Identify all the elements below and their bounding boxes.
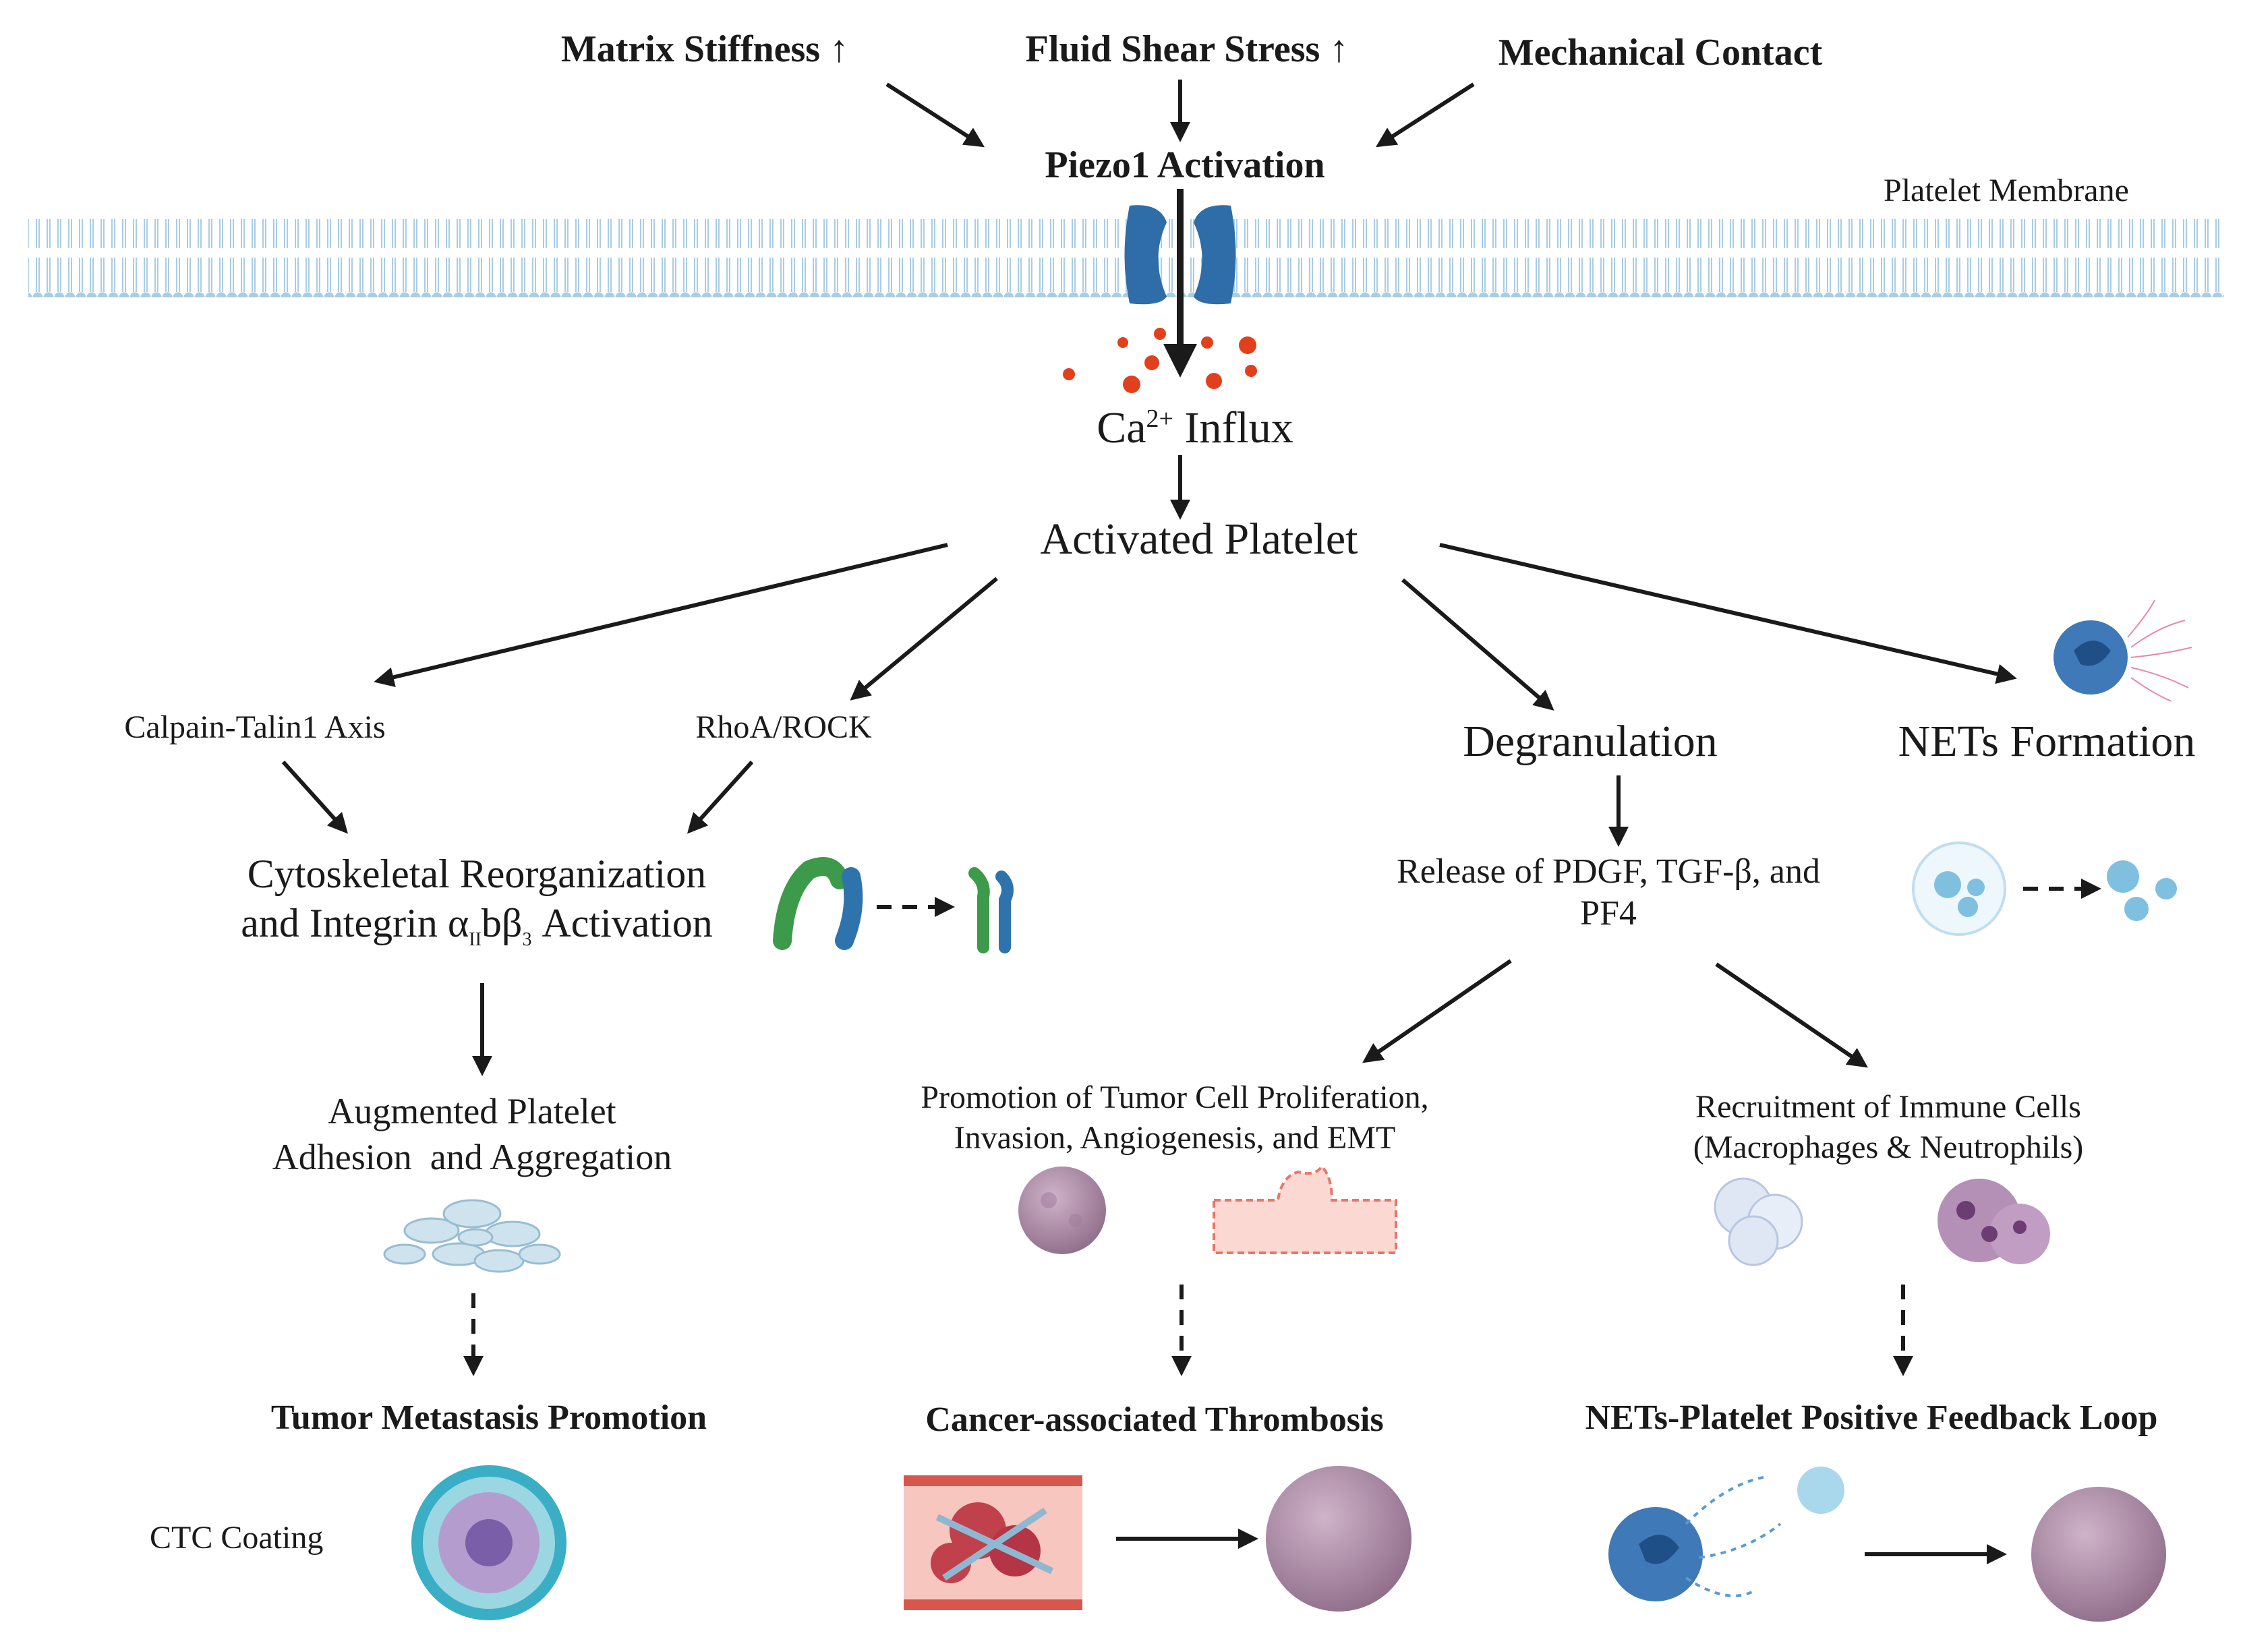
endothelium-icon: [1213, 1164, 1397, 1254]
nets-feedback-loop-label: NETs-Platelet Positive Feedback Loop: [1585, 1398, 2158, 1437]
augmented-line2: Adhesion and Aggregation: [272, 1136, 672, 1177]
calpain-talin-label: Calpain-Talin1 Axis: [124, 709, 386, 745]
input-fluid-shear-stress: Fluid Shear Stress ↑: [1025, 28, 1349, 70]
platelet-aggregate-icon: [383, 1199, 561, 1273]
augmented-adhesion-label: Augmented Platelet Adhesion and Aggregat…: [272, 1089, 672, 1180]
piezo1-activation-label: Piezo1 Activation: [1045, 144, 1325, 186]
recruitment-line1: Recruitment of Immune Cells: [1695, 1089, 2081, 1125]
thrombus-vessel-icon: [904, 1475, 1082, 1610]
platelet-membrane-label: Platelet Membrane: [1884, 173, 2129, 208]
promotion-line2: Invasion, Angiogenesis, and EMT: [954, 1120, 1396, 1156]
augmented-line1: Augmented Platelet: [328, 1091, 616, 1131]
integrin-active-icon: [968, 867, 1014, 953]
ctc-coating-label: CTC Coating: [150, 1520, 324, 1556]
net-feedback-icon: [1608, 1467, 1844, 1601]
degranulation-label: Degranulation: [1463, 717, 1718, 766]
ca-influx-label: Ca2+ Influx: [1097, 401, 1293, 454]
input-mechanical-contact: Mechanical Contact: [1498, 32, 1823, 73]
cancer-thrombosis-label: Cancer-associated Thrombosis: [925, 1400, 1384, 1439]
recruitment-line2: (Macrophages & Neutrophils): [1693, 1129, 2084, 1165]
calcium-ions-icon: [1063, 328, 1257, 393]
promotion-line1: Promotion of Tumor Cell Proliferation,: [921, 1080, 1429, 1115]
activated-platelet-label: Activated Platelet: [1040, 514, 1358, 564]
ctc-coating-icon: [411, 1465, 566, 1620]
cytoskeletal-line1: Cytoskeletal Reorganization: [247, 852, 707, 896]
macrophage-icon: [1714, 1177, 1803, 1266]
release-factors-label: Release of PDGF, TGF-β, and PF4: [1397, 851, 1820, 935]
ca-charge: 2+: [1146, 405, 1173, 433]
neutrophil-recruit-icon: [1938, 1179, 2050, 1264]
neutrophil-icon: [2053, 599, 2192, 702]
tumor-mass-feedback-icon: [2031, 1487, 2166, 1622]
rhoa-rock-label: RhoA/ROCK: [695, 709, 872, 745]
integrin-inactive-icon: [773, 857, 863, 950]
tumor-mass-thrombosis-icon: [1266, 1466, 1411, 1612]
recruitment-immune-label: Recruitment of Immune Cells (Macrophages…: [1693, 1087, 2084, 1168]
input-matrix-stiffness: Matrix Stiffness ↑: [560, 28, 849, 70]
flow-arrows: [281, 80, 2017, 1564]
piezo1-channel-icon: [1124, 205, 1236, 305]
granule-release-icon: [1912, 842, 2177, 936]
influx-word: Influx: [1173, 403, 1293, 452]
dashed-arrows: [463, 879, 2101, 1376]
nets-formation-label: NETs Formation: [1898, 717, 2196, 766]
ca-symbol: Ca: [1097, 403, 1146, 452]
cytoskeletal-line2: and Integrin αIIbβ3 Activation: [241, 901, 713, 951]
release-line1: Release of PDGF, TGF-β, and: [1397, 852, 1820, 891]
cytoskeletal-reorganization-label: Cytoskeletal Reorganization and Integrin…: [241, 850, 712, 951]
tumor-cell-icon: [1018, 1167, 1106, 1254]
promotion-tumor-label: Promotion of Tumor Cell Proliferation, I…: [921, 1078, 1428, 1158]
tumor-metastasis-label: Tumor Metastasis Promotion: [270, 1398, 707, 1437]
release-line2: PF4: [1580, 894, 1637, 933]
